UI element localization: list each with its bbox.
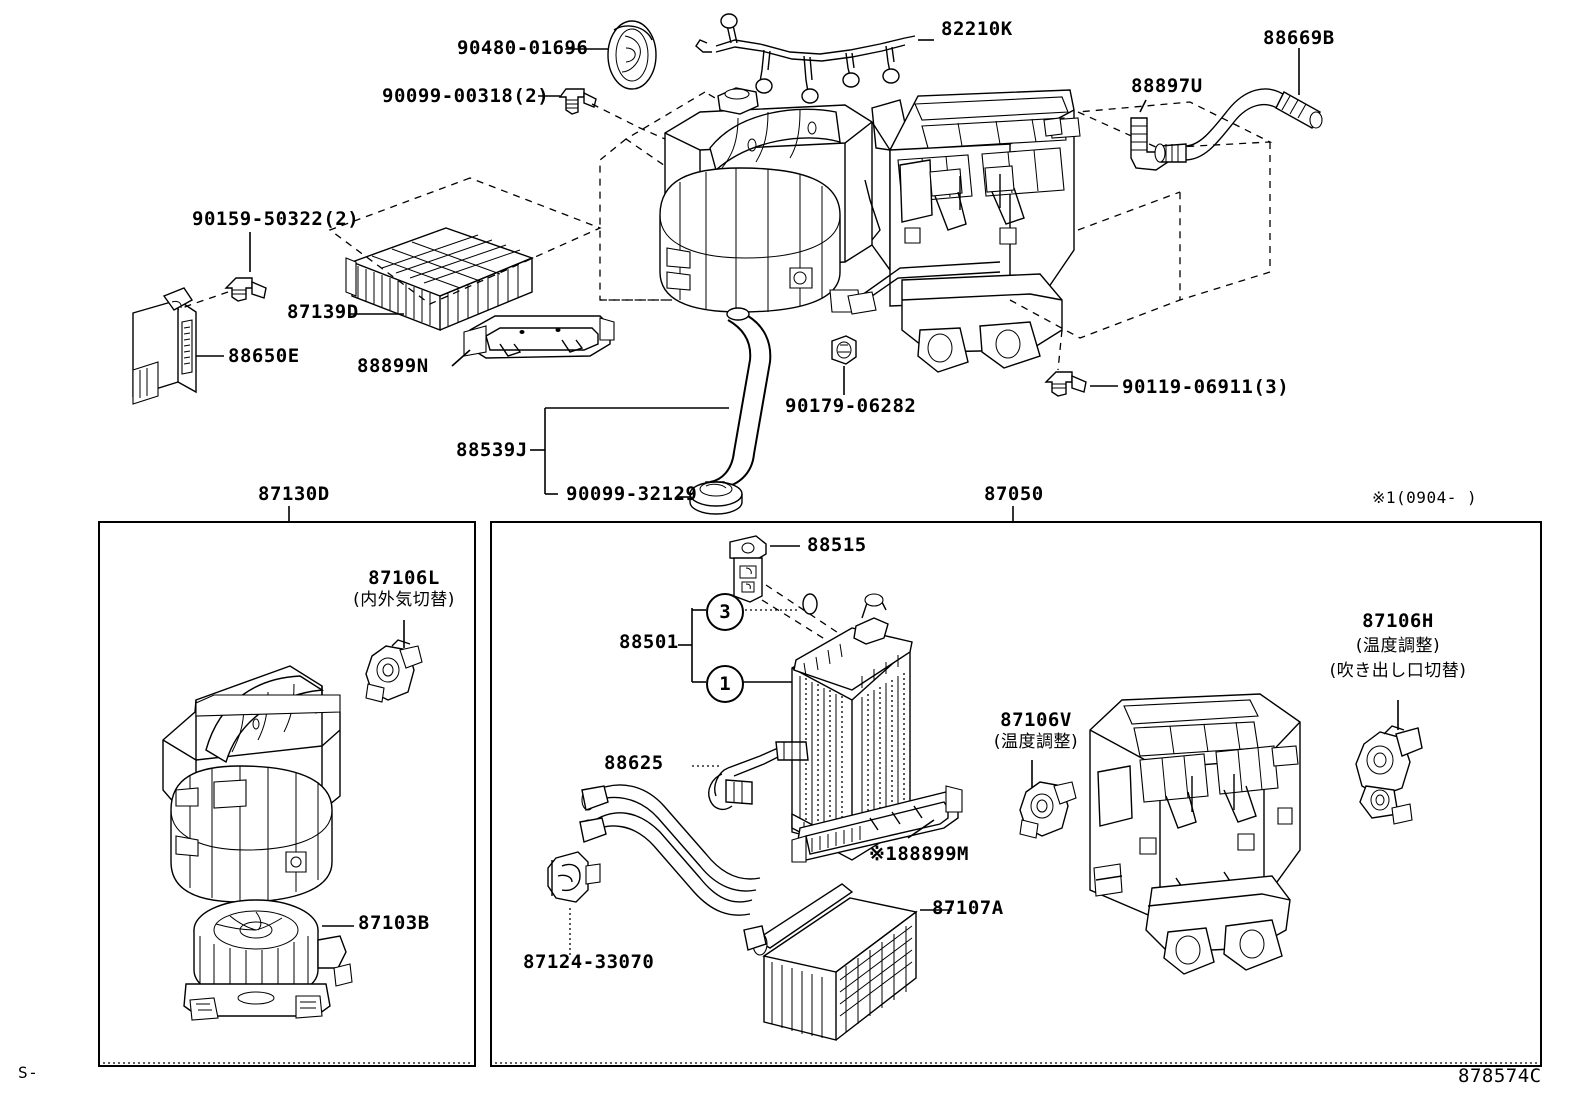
hose-88669B-art bbox=[1154, 88, 1323, 163]
valve-88897U-art bbox=[1130, 117, 1170, 171]
label-90099-32129: 90099-32129 bbox=[566, 483, 698, 505]
label-88539J: 88539J bbox=[456, 439, 528, 461]
label-88669B: 88669B bbox=[1263, 27, 1335, 49]
label-88501: 88501 bbox=[619, 631, 679, 653]
label-87106V: 87106V bbox=[1000, 709, 1072, 731]
harness-82210K-art bbox=[695, 13, 916, 104]
label-87106H-note2: (吹き出し口切替) bbox=[1329, 661, 1467, 681]
sheet-drawing-number: 878574C bbox=[1458, 1065, 1542, 1087]
bolt-90159-art bbox=[224, 277, 267, 302]
panel-title-87050: 87050 bbox=[984, 483, 1044, 505]
clamp-90099-32129-art bbox=[689, 481, 743, 515]
dash-bolt-to-88650E bbox=[171, 291, 229, 313]
panel-title-87130D: 87130D bbox=[258, 483, 330, 505]
dash-box-filter bbox=[328, 177, 602, 305]
seal-88899N-art bbox=[463, 315, 615, 359]
label-90480-01696: 90480-01696 bbox=[457, 37, 589, 59]
dash-left-lower bbox=[599, 138, 665, 301]
sheet-corner-mark: S- bbox=[18, 1063, 39, 1082]
oring-callout-1: 1 bbox=[706, 665, 744, 703]
dash-box-top bbox=[624, 91, 788, 191]
label-88899M: ※188899M bbox=[869, 843, 969, 865]
drain-hose-88539J-art bbox=[705, 307, 772, 497]
label-87106L: 87106L bbox=[368, 567, 440, 589]
label-88897U: 88897U bbox=[1131, 75, 1203, 97]
note-model-year: ※1(0904- ) bbox=[1372, 488, 1478, 507]
label-87139D: 87139D bbox=[287, 301, 359, 323]
oring-callout-3: 3 bbox=[706, 593, 744, 631]
label-88625: 88625 bbox=[604, 752, 664, 774]
label-87103B: 87103B bbox=[358, 912, 430, 934]
label-90099-00318: 90099-00318(2) bbox=[382, 85, 550, 107]
label-88515: 88515 bbox=[807, 534, 867, 556]
leader-88897U bbox=[1139, 99, 1147, 113]
label-90119-06911: 90119-06911(3) bbox=[1122, 376, 1290, 398]
label-87124-33070: 87124-33070 bbox=[523, 951, 655, 973]
label-90159-50322: 90159-50322(2) bbox=[192, 208, 360, 230]
label-90179-06282: 90179-06282 bbox=[785, 395, 917, 417]
hvac-unit-main-art bbox=[659, 87, 1081, 373]
label-87106V-note: (温度調整) bbox=[993, 732, 1079, 752]
label-87107A: 87107A bbox=[932, 897, 1004, 919]
grommet-90480-art bbox=[607, 20, 657, 90]
leader-88899N bbox=[451, 349, 471, 367]
panel-87130D bbox=[98, 521, 476, 1067]
panel-87050 bbox=[490, 521, 1542, 1067]
nut-90179-art bbox=[831, 335, 857, 365]
screw-90099-00318-art bbox=[558, 88, 597, 115]
label-87106H-note1: (温度調整) bbox=[1355, 636, 1441, 656]
dash-screw-to-unit bbox=[591, 103, 691, 151]
dash-box-right bbox=[1179, 142, 1271, 301]
label-82210K: 82210K bbox=[941, 18, 1013, 40]
bolt-90119-art bbox=[1044, 371, 1087, 397]
label-87106H: 87106H bbox=[1362, 610, 1434, 632]
amplifier-88650E-art bbox=[132, 287, 197, 405]
label-88650E: 88650E bbox=[228, 345, 300, 367]
label-88899N: 88899N bbox=[357, 355, 429, 377]
label-87106L-note: (内外気切替) bbox=[353, 590, 455, 610]
dash-box-right-top bbox=[1075, 101, 1273, 149]
filter-87139D-art bbox=[345, 227, 534, 332]
